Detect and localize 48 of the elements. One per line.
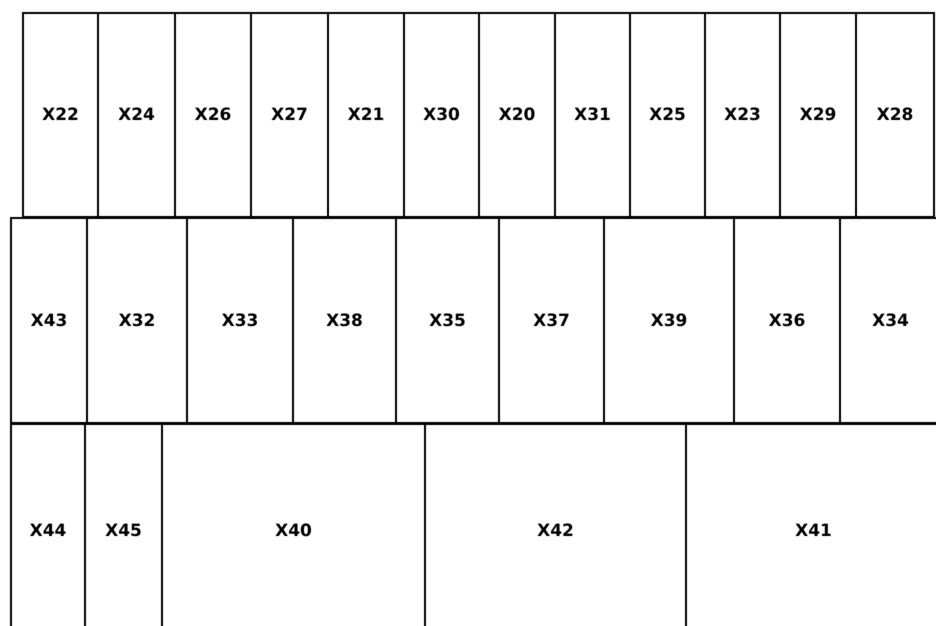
panel-box <box>554 12 631 218</box>
panel-label: X44 <box>30 520 66 540</box>
panel-box <box>186 217 294 424</box>
panel-label: X41 <box>795 520 832 540</box>
panel-label: X27 <box>271 105 308 125</box>
panel-label: X38 <box>326 310 363 330</box>
panel-label: X37 <box>533 310 570 330</box>
panel-box <box>855 12 935 218</box>
panel-box <box>498 217 605 424</box>
panel-box <box>97 12 176 218</box>
panel-label: X25 <box>649 105 686 125</box>
panel-box <box>250 12 329 218</box>
panel-label: X40 <box>275 520 312 540</box>
panel-box <box>779 12 857 218</box>
panel-label: X28 <box>876 105 914 125</box>
panel-box <box>478 12 556 218</box>
panel-box <box>86 217 188 424</box>
panel-label: X30 <box>423 105 460 125</box>
panel-box <box>10 217 88 424</box>
panel-label: X35 <box>429 310 466 330</box>
panel-box <box>22 12 99 218</box>
panel-label: X33 <box>222 310 258 330</box>
panel-box <box>327 12 405 218</box>
panel-label: X39 <box>650 310 688 330</box>
panel-label: X20 <box>498 105 536 125</box>
panel-box <box>704 12 781 218</box>
panel-label: X43 <box>30 310 68 330</box>
panel-box <box>733 217 841 424</box>
panel-box <box>839 217 936 424</box>
panel-box <box>403 12 480 218</box>
panel-box <box>10 423 86 626</box>
panel-label: X29 <box>800 105 836 125</box>
panel-label: X23 <box>724 105 761 125</box>
panel-label: X26 <box>194 105 232 125</box>
panel-label: X22 <box>42 105 79 125</box>
panel-label: X34 <box>872 310 909 330</box>
panel-label: X45 <box>105 520 142 540</box>
panel-label: X32 <box>118 310 156 330</box>
panel-label: X31 <box>574 105 611 125</box>
panel-box <box>603 217 735 424</box>
panel-label: X24 <box>118 105 155 125</box>
panel-box <box>174 12 252 218</box>
panel-box <box>395 217 500 424</box>
panel-label: X36 <box>768 310 806 330</box>
panel-box <box>629 12 706 218</box>
panel-label: X21 <box>348 105 384 125</box>
panel-label: X42 <box>537 520 574 540</box>
panel-box <box>292 217 397 424</box>
